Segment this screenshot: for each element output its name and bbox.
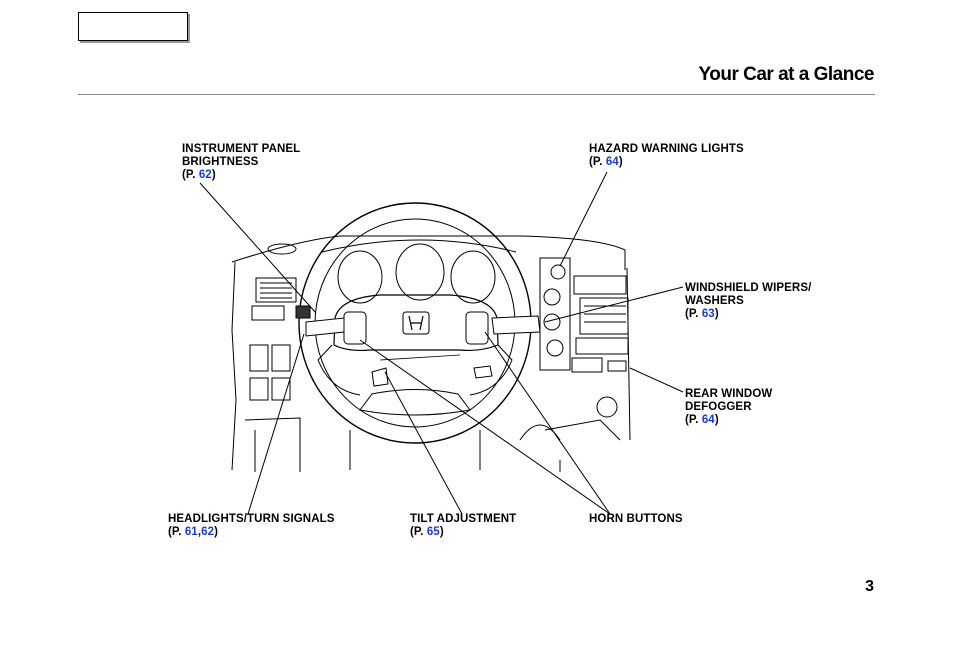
callout-text: WINDSHIELD WIPERS/	[685, 282, 812, 294]
steering-wheel	[295, 202, 541, 444]
page-reference: (P. 65)	[410, 526, 444, 538]
page-reference: (P. 62)	[182, 169, 216, 181]
navigation-button[interactable]	[78, 12, 188, 41]
callout-text: INSTRUMENT PANEL	[182, 143, 301, 155]
leader-lines	[199, 171, 684, 515]
callout-headlights-turn-signals: HEADLIGHTS/TURN SIGNALS (P. 61,62)	[168, 513, 335, 539]
callout-text: TILT ADJUSTMENT	[410, 513, 517, 525]
page-reference: (P. 63)	[685, 308, 719, 320]
page-link-61[interactable]: 61	[184, 526, 198, 538]
page-link-63[interactable]: 63	[701, 308, 715, 320]
callout-text: HEADLIGHTS/TURN SIGNALS	[168, 513, 335, 525]
callout-text: BRIGHTNESS	[182, 156, 259, 168]
callout-tilt-adjustment: TILT ADJUSTMENT (P. 65)	[410, 513, 516, 539]
callout-rear-window-defogger: REAR WINDOW DEFOGGER (P. 64)	[685, 388, 772, 427]
callout-text: REAR WINDOW	[685, 388, 773, 400]
callout-text: DEFOGGER	[685, 401, 752, 413]
callout-windshield-wipers: WINDSHIELD WIPERS/ WASHERS (P. 63)	[685, 282, 811, 321]
page-reference: (P. 64)	[685, 414, 719, 426]
page-link-64[interactable]: 64	[605, 156, 619, 168]
page-number: 3	[865, 578, 874, 595]
callout-text: HAZARD WARNING LIGHTS	[589, 143, 744, 155]
page-reference: (P. 64)	[589, 156, 623, 168]
page-title: Your Car at a Glance	[698, 64, 875, 85]
page-link-62[interactable]: 62	[201, 526, 215, 538]
page-link-65[interactable]: 65	[426, 526, 440, 538]
header-divider	[78, 94, 875, 95]
page-link-62[interactable]: 62	[198, 169, 212, 181]
callout-hazard-warning-lights: HAZARD WARNING LIGHTS (P. 64)	[589, 143, 744, 169]
callout-text: WASHERS	[685, 295, 744, 307]
callout-text: HORN BUTTONS	[589, 513, 683, 525]
page-link-64[interactable]: 64	[701, 414, 715, 426]
callout-instrument-panel-brightness: INSTRUMENT PANEL BRIGHTNESS (P. 62)	[182, 143, 300, 182]
dashboard-outline	[231, 235, 631, 472]
page-reference: (P. 61,62)	[168, 526, 219, 538]
callout-horn-buttons: HORN BUTTONS	[589, 513, 683, 526]
